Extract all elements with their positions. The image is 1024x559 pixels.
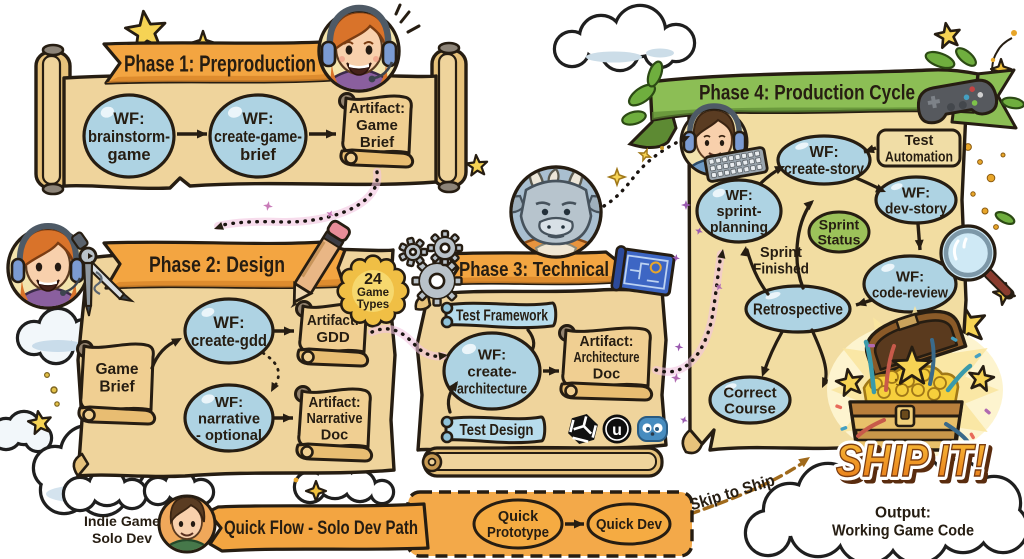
svg-text:Indie Game: Indie Game	[84, 513, 160, 529]
svg-text:WF:create-story: WF:create-story	[784, 144, 864, 178]
svg-text:SHIP IT!: SHIP IT!	[836, 435, 986, 486]
svg-text:Output:: Output:	[875, 505, 931, 522]
svg-text:WF:brainstorm-game: WF:brainstorm-game	[88, 110, 170, 164]
svg-text:Artifact:GDD: Artifact:GDD	[307, 312, 359, 346]
svg-text:Quick Dev: Quick Dev	[596, 517, 662, 533]
svg-text:SHIP IT!: SHIP IT!	[840, 439, 990, 490]
svg-text:u: u	[612, 422, 622, 439]
svg-text:24: 24	[364, 271, 382, 288]
svg-text:Working Game Code: Working Game Code	[832, 523, 974, 540]
svg-text:Test Design: Test Design	[460, 422, 534, 439]
svg-text:SHIP IT!: SHIP IT!	[836, 435, 986, 486]
svg-text:Phase 1: Preproduction: Phase 1: Preproduction	[124, 51, 316, 77]
svg-text:WF:code-review: WF:code-review	[872, 268, 948, 301]
svg-text:Phase 3: Technical: Phase 3: Technical	[459, 259, 609, 281]
svg-text:WF:narrative- optional: WF:narrative- optional	[196, 394, 262, 444]
svg-text:WF:sprint-planning: WF:sprint-planning	[710, 188, 768, 236]
svg-text:Phase 4: Production Cycle: Phase 4: Production Cycle	[699, 81, 915, 105]
svg-text:Retrospective: Retrospective	[753, 302, 843, 319]
svg-text:Quick Flow - Solo Dev Path: Quick Flow - Solo Dev Path	[224, 518, 418, 539]
svg-text:WF:create-game-brief: WF:create-game-brief	[214, 110, 302, 164]
svg-text:Test Framework: Test Framework	[456, 307, 548, 324]
svg-text:Types: Types	[357, 299, 389, 311]
svg-text:Phase 2: Design: Phase 2: Design	[149, 252, 285, 277]
svg-text:Solo Dev: Solo Dev	[92, 530, 152, 546]
svg-text:Game: Game	[357, 287, 389, 299]
svg-text:WF:create-architecture: WF:create-architecture	[457, 346, 527, 397]
svg-text:WF:create-gdd: WF:create-gdd	[191, 314, 267, 350]
svg-text:WF:dev-story: WF:dev-story	[885, 184, 948, 217]
